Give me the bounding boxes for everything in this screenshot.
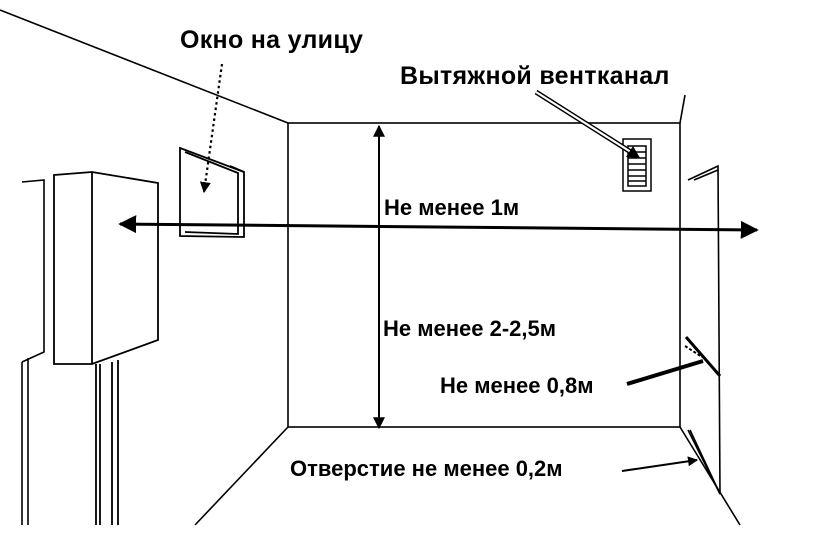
boiler [53, 171, 159, 525]
opening-pointer-line [621, 456, 698, 472]
left-wall-section [21, 179, 45, 525]
door-width-marker [626, 336, 722, 386]
ceiling-left-line [0, 9, 289, 124]
room-outline [0, 9, 741, 526]
horizontal-distance-arrow [118, 215, 759, 239]
door-width-label: Не менее 0,8м [440, 373, 594, 398]
opening-label: Отверстие не менее 0,2м [290, 456, 563, 481]
floor-right-line [679, 426, 741, 526]
window-label: Окно на улицу [180, 26, 364, 54]
ceiling-right-line [679, 94, 686, 124]
door [687, 164, 721, 495]
back-wall [287, 122, 681, 428]
window-pointer-arrow [199, 63, 224, 194]
ceiling-height-label: Не менее 2-2,5м [383, 316, 557, 341]
floor-left-line [194, 426, 289, 526]
vent-pointer-arrow [534, 89, 640, 158]
horizontal-distance-label: Не менее 1м [384, 195, 520, 220]
vent-label: Вытяжной вентканал [400, 62, 670, 90]
